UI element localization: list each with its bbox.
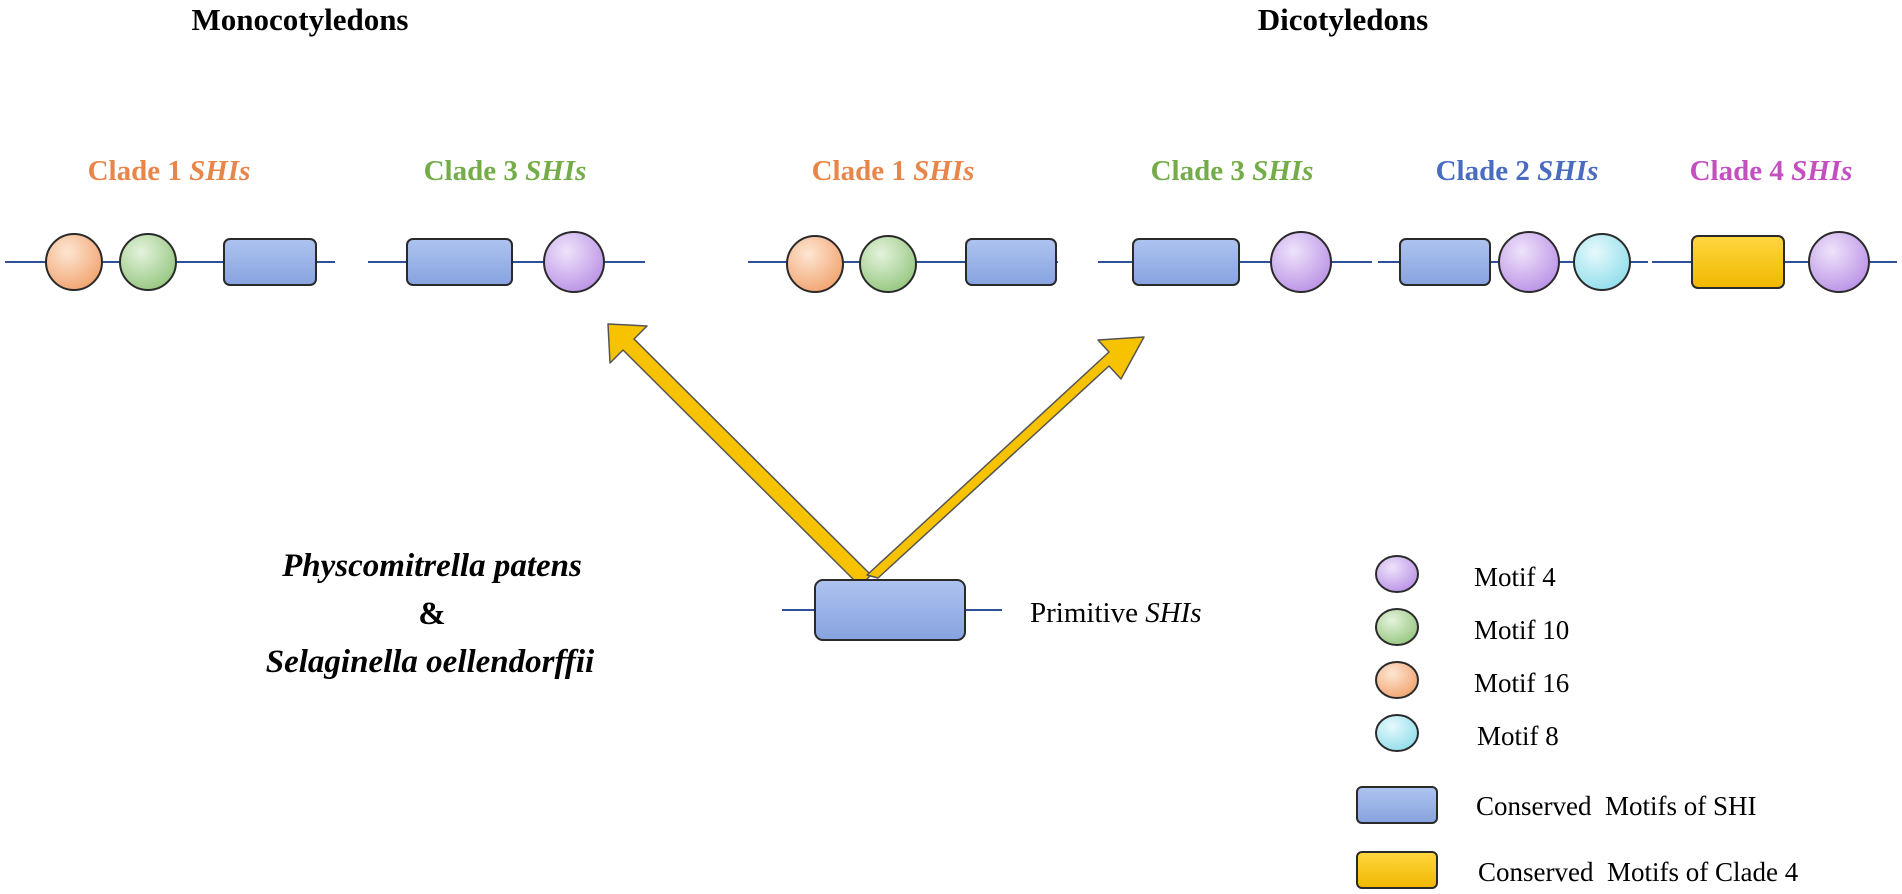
dicot-clade2-motif8-circle — [1573, 233, 1631, 291]
legend-motif4-swatch — [1375, 555, 1419, 593]
dicot-clade1-label: Clade 1 SHIs — [812, 155, 975, 187]
dicot-clade4-label: Clade 4 SHIs — [1690, 155, 1853, 187]
legend-conserved-clade4-swatch — [1356, 851, 1438, 889]
dicot-clade2-conserved-motif-box — [1399, 238, 1491, 286]
legend-motif10-swatch — [1375, 608, 1419, 646]
dicot-clade2-motif4-circle — [1498, 231, 1560, 293]
dicot-clade1-motif10-circle — [859, 235, 917, 293]
dicot-clade4-motif4-circle — [1808, 231, 1870, 293]
mono-clade3-conserved-motif-box — [406, 238, 513, 286]
mono-clade1-motif10-circle — [119, 233, 177, 291]
mono-clade3-label: Clade 3 SHIs — [424, 155, 587, 187]
dicot-clade3-motif4-circle — [1270, 231, 1332, 293]
legend-conserved-shi-label: Conserved Motifs of SHI — [1476, 791, 1756, 821]
species-ampersand: & — [418, 596, 446, 632]
primitive-shis-label: Primitive SHIs — [1030, 597, 1202, 629]
legend-conserved-shi-swatch — [1356, 786, 1438, 824]
dicot-clade1-motif16-circle — [786, 235, 844, 293]
arrow-to-dicots — [866, 336, 1145, 579]
dicot-clade2-label: Clade 2 SHIs — [1436, 155, 1599, 187]
dicot-clade3-conserved-motif-box — [1132, 238, 1240, 286]
species-selaginella: Selaginella oellendorffii — [266, 644, 595, 680]
species-physcomitrella: Physcomitrella patens — [281, 548, 582, 584]
mono-clade1-motif16-circle — [45, 233, 103, 291]
monocotyledons-heading: Monocotyledons — [192, 2, 409, 37]
primitive-conserved-motif-box — [814, 579, 966, 641]
legend-conserved-clade4-label: Conserved Motifs of Clade 4 — [1478, 857, 1799, 887]
legend-motif10-label: Motif 10 — [1474, 615, 1569, 645]
legend: Motif 4 Motif 10 Motif 16 Motif 8 Conser… — [1356, 555, 1799, 889]
legend-motif8-swatch — [1375, 714, 1419, 752]
dicot-clade4-conserved-motif-box — [1691, 235, 1785, 289]
dicotyledons-heading: Dicotyledons — [1258, 2, 1429, 37]
dicot-clade3-label: Clade 3 SHIs — [1151, 155, 1314, 187]
mono-clade1-conserved-motif-box — [223, 238, 317, 286]
dicot-clade1-conserved-motif-box — [965, 238, 1057, 286]
mono-clade1-label: Clade 1 SHIs — [88, 155, 251, 187]
legend-motif16-label: Motif 16 — [1474, 668, 1569, 698]
legend-motif8-label: Motif 8 — [1477, 721, 1559, 751]
legend-motif4-label: Motif 4 — [1474, 562, 1556, 592]
mono-clade3-motif4-circle — [543, 231, 605, 293]
arrow-to-monocots — [607, 323, 872, 587]
legend-motif16-swatch — [1375, 661, 1419, 699]
